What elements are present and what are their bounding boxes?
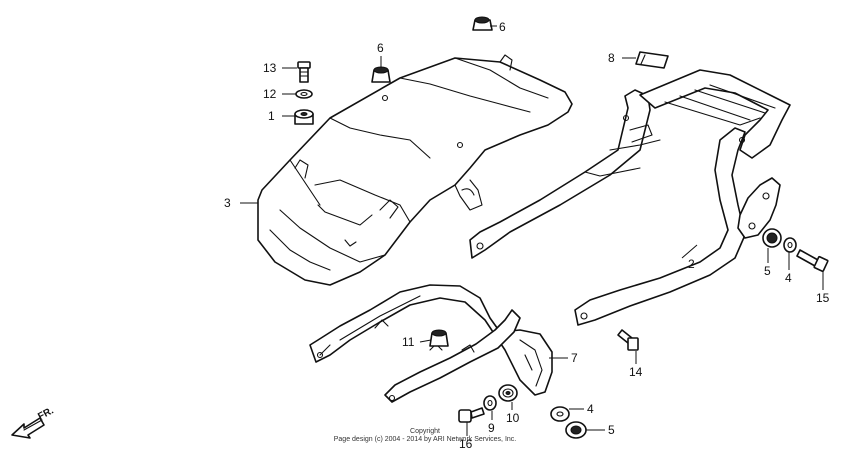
callout-6a: 6 [377,41,384,55]
grommet-1 [294,109,314,125]
grab-rail [309,284,553,403]
nut-11 [429,329,449,347]
callout-9: 9 [488,421,495,435]
grommet-10 [498,384,518,402]
pad-8 [635,51,669,69]
nut-6-top [472,16,493,31]
callout-7: 7 [571,351,578,365]
bolt-15 [796,249,829,273]
bolt-14 [617,329,639,351]
callout-10: 10 [506,411,520,425]
callout-12: 12 [263,87,277,101]
callout-13: 13 [263,61,277,75]
callout-5a: 5 [764,264,771,278]
washer-4-right [783,237,797,253]
callout-15: 15 [816,291,830,305]
rear-carrier [469,69,791,326]
callout-1: 1 [268,109,275,123]
callout-labels: 13 12 1 3 6 6 8 2 5 4 15 11 7 14 9 10 16… [224,20,830,451]
bolt-16 [458,407,485,423]
washer-12 [295,89,313,99]
callout-2: 2 [688,257,695,271]
nut-5-right [762,228,782,248]
callout-16: 16 [459,437,473,451]
nut-6-fender [371,66,391,83]
leader-lines [240,25,824,436]
rear-fender [257,54,573,286]
callout-14: 14 [629,365,643,379]
callout-4a: 4 [785,271,792,285]
washer-9 [483,395,497,411]
callout-11: 11 [402,335,415,349]
callout-3: 3 [224,196,231,210]
copyright-line-1: Copyright [410,428,440,435]
callout-6b: 6 [499,20,506,34]
washer-4-lower [550,406,570,422]
callout-5b: 5 [608,423,615,437]
callout-4b: 4 [587,402,594,416]
callout-8: 8 [608,51,615,65]
direction-label: FR. [36,405,56,422]
bolt-13 [297,61,311,83]
copyright-line-2: Page design (c) 2004 - 2014 by ARI Netwo… [333,436,517,443]
